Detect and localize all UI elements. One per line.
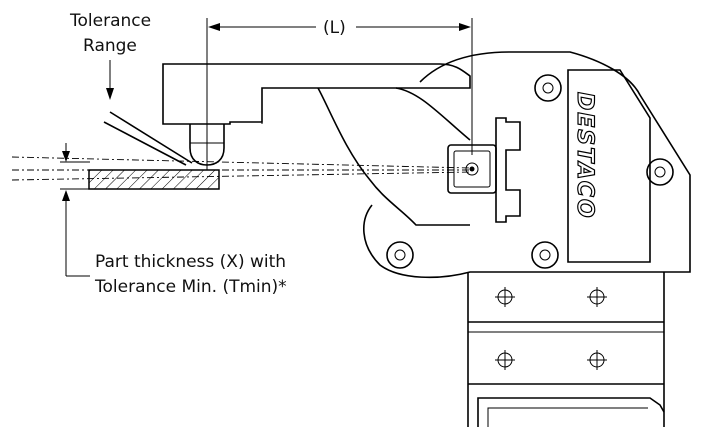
part-thickness-label-line2: Tolerance Min. (Tmin)* [94, 277, 287, 297]
length-dimension [206, 18, 473, 170]
clamp-base [467, 272, 665, 427]
length-label: (L) [323, 18, 346, 38]
tolerance-label-line2: Range [83, 36, 137, 56]
tolerance-label-line1: Tolerance [69, 11, 151, 31]
tolerance-range-indicator [103, 60, 193, 166]
brand-logo: DESTACO [572, 92, 597, 220]
workpiece [88, 169, 220, 190]
clamp-body [363, 51, 691, 279]
pivot-block [447, 117, 521, 223]
part-thickness-label-line1: Part thickness (X) with [95, 252, 286, 272]
clamp-arm [162, 63, 471, 226]
